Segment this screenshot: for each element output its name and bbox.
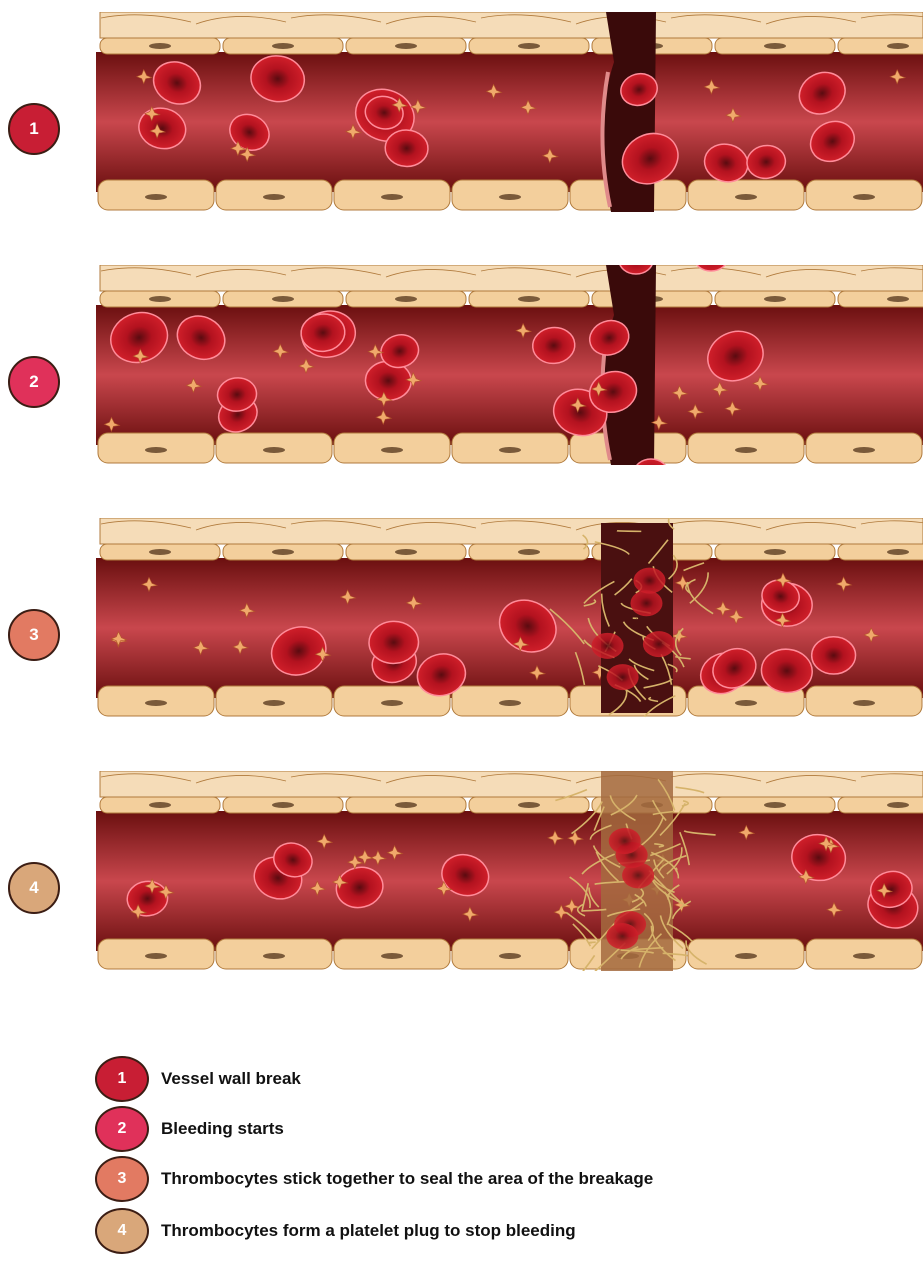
cell-nucleus (499, 700, 521, 706)
fibrin-strand (617, 531, 641, 532)
cell-nucleus (853, 953, 875, 959)
step-2-badge: 2 (8, 356, 60, 408)
cell-nucleus (853, 194, 875, 200)
vessel-lumen (96, 52, 923, 192)
vessel-panel-1-vessel-wall-break (96, 12, 923, 212)
cell-nucleus (272, 43, 294, 49)
vessel-outer-layer (100, 771, 923, 797)
cell-nucleus (145, 953, 167, 959)
cell-nucleus (381, 700, 403, 706)
cell-nucleus (887, 802, 909, 808)
endothelial-cell (838, 544, 923, 560)
step-4-badge: 4 (8, 862, 60, 914)
cell-nucleus (149, 43, 171, 49)
step-1-number: 1 (29, 119, 38, 139)
vessel-lumen (96, 811, 923, 951)
trapped-red-blood-cell (609, 828, 641, 854)
cell-nucleus (263, 700, 285, 706)
legend-badge-1: 1 (95, 1056, 149, 1102)
endothelial-cell (838, 291, 923, 307)
cell-nucleus (887, 549, 909, 555)
legend-label-4: Thrombocytes form a platelet plug to sto… (161, 1221, 576, 1241)
step-4-number: 4 (29, 878, 38, 898)
cell-nucleus (853, 700, 875, 706)
trapped-red-blood-cell (607, 664, 639, 690)
legend-badge-2: 2 (95, 1106, 149, 1152)
vessel-outer-layer (100, 265, 923, 291)
cell-nucleus (381, 953, 403, 959)
cell-nucleus (518, 43, 540, 49)
cell-nucleus (499, 447, 521, 453)
cell-nucleus (518, 549, 540, 555)
step-2-number: 2 (29, 372, 38, 392)
cell-nucleus (263, 953, 285, 959)
vessel-panel-3-thrombocytes-stick (96, 518, 923, 718)
legend-item-4: 4 Thrombocytes form a platelet plug to s… (95, 1208, 576, 1254)
cell-nucleus (263, 447, 285, 453)
cell-nucleus (499, 953, 521, 959)
legend-label-1: Vessel wall break (161, 1069, 301, 1089)
cell-nucleus (272, 296, 294, 302)
legend-badge-4: 4 (95, 1208, 149, 1254)
legend-badge-3: 3 (95, 1156, 149, 1202)
legend-label-2: Bleeding starts (161, 1119, 284, 1139)
trapped-red-blood-cell (592, 633, 624, 659)
cell-nucleus (764, 802, 786, 808)
cell-nucleus (395, 296, 417, 302)
legend-number-3: 3 (118, 1170, 127, 1188)
cell-nucleus (145, 194, 167, 200)
cell-nucleus (395, 43, 417, 49)
cell-nucleus (145, 447, 167, 453)
cell-nucleus (272, 549, 294, 555)
legend-number-4: 4 (118, 1222, 127, 1240)
cell-nucleus (887, 43, 909, 49)
cell-nucleus (735, 194, 757, 200)
fibrin-strand (589, 942, 595, 943)
red-blood-cell (384, 129, 428, 167)
cell-nucleus (764, 43, 786, 49)
trapped-red-blood-cell (643, 631, 675, 657)
cell-nucleus (381, 194, 403, 200)
cell-nucleus (149, 296, 171, 302)
legend-number-2: 2 (118, 1120, 127, 1138)
cell-nucleus (381, 447, 403, 453)
cell-nucleus (764, 549, 786, 555)
legend-item-3: 3 Thrombocytes stick together to seal th… (95, 1156, 653, 1202)
cell-nucleus (887, 296, 909, 302)
trapped-red-blood-cell (606, 923, 638, 949)
vessel-panel-2-bleeding-starts (96, 265, 923, 465)
cell-nucleus (735, 447, 757, 453)
cell-nucleus (145, 700, 167, 706)
legend-number-1: 1 (118, 1070, 127, 1088)
endothelial-cell (838, 38, 923, 54)
cell-nucleus (272, 802, 294, 808)
trapped-red-blood-cell (633, 568, 665, 594)
cell-nucleus (395, 802, 417, 808)
cell-nucleus (735, 953, 757, 959)
red-blood-cell (812, 637, 856, 675)
cell-nucleus (853, 447, 875, 453)
cell-nucleus (263, 194, 285, 200)
legend-label-3: Thrombocytes stick together to seal the … (161, 1169, 653, 1189)
cell-nucleus (395, 549, 417, 555)
cell-nucleus (518, 296, 540, 302)
endothelial-cell (838, 797, 923, 813)
cell-nucleus (149, 802, 171, 808)
cell-nucleus (499, 194, 521, 200)
cell-nucleus (518, 802, 540, 808)
vessel-panel-4-platelet-plug (96, 771, 923, 971)
legend-item-2: 2 Bleeding starts (95, 1106, 284, 1152)
legend-item-1: 1 Vessel wall break (95, 1056, 301, 1102)
cell-nucleus (149, 549, 171, 555)
vessel-outer-layer (100, 518, 923, 544)
step-3-number: 3 (29, 625, 38, 645)
vessel-wall-break (603, 265, 656, 465)
trapped-red-blood-cell (630, 590, 662, 616)
step-1-badge: 1 (8, 103, 60, 155)
cell-nucleus (735, 700, 757, 706)
step-3-badge: 3 (8, 609, 60, 661)
cell-nucleus (764, 296, 786, 302)
vessel-outer-layer (100, 12, 923, 38)
